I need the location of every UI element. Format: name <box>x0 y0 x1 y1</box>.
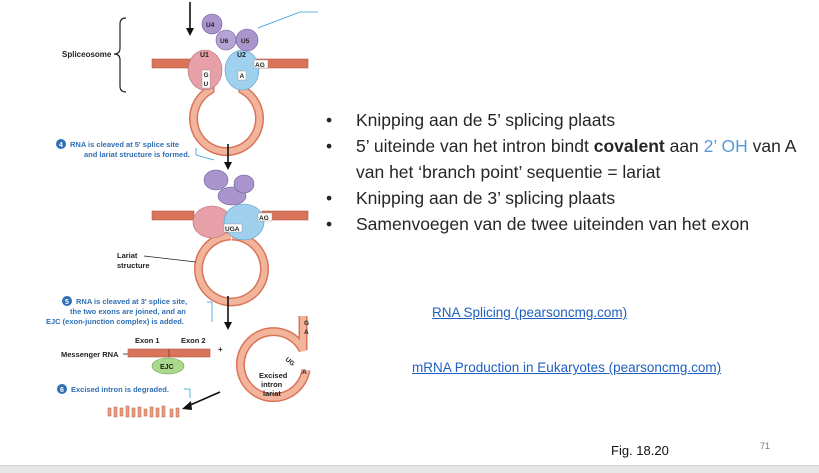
u5-snrnp <box>235 28 259 52</box>
svg-text:AG: AG <box>259 215 269 222</box>
svg-text:U1: U1 <box>200 52 209 59</box>
svg-text:UG: UG <box>284 356 296 368</box>
arrow-head-icon <box>224 162 232 170</box>
step-6: 6 Excised intron is degraded. <box>57 384 221 418</box>
bullet-item: 5’ uiteinde van het intron bindt covalen… <box>326 133 816 185</box>
stage-spliceosome: Spliceosome U1 U2 AG A G U U4 U6 <box>62 2 318 156</box>
mrna-production-link[interactable]: mRNA Production in Eukaryotes (pearsoncm… <box>412 360 722 375</box>
svg-text:RNA is cleaved at 3′ splice si: RNA is cleaved at 3′ splice site, <box>76 297 187 306</box>
svg-text:6: 6 <box>60 387 64 394</box>
svg-text:5: 5 <box>65 299 69 306</box>
step-4: 4 RNA is cleaved at 5′ splice site and l… <box>56 139 232 170</box>
svg-text:U: U <box>204 81 209 88</box>
svg-text:Excised intron is degraded.: Excised intron is degraded. <box>71 385 169 394</box>
svg-text:Exon 1: Exon 1 <box>135 336 160 345</box>
svg-text:UGA: UGA <box>225 226 240 233</box>
svg-text:Messenger RNA: Messenger RNA <box>61 350 119 359</box>
svg-text:intron: intron <box>261 380 283 389</box>
bullet-item: Knipping aan de 3’ splicing plaats <box>326 185 816 211</box>
svg-text:G: G <box>204 72 209 79</box>
svg-text:A: A <box>304 329 309 336</box>
svg-text:+: + <box>218 345 223 354</box>
arrow-head-icon <box>224 322 232 330</box>
ejc-complex <box>151 357 185 375</box>
svg-text:structure: structure <box>117 261 150 270</box>
arrow-head-icon <box>186 28 194 36</box>
arrow-icon <box>187 391 221 407</box>
degraded-fragments <box>107 405 180 418</box>
rna-splicing-link[interactable]: RNA Splicing (pearsoncmg.com) <box>432 305 628 320</box>
svg-text:Exon 2: Exon 2 <box>181 336 206 345</box>
spliceosome-bracket <box>113 17 127 93</box>
figure-reference: Fig. 18.20 <box>611 443 669 458</box>
step-6-number-icon <box>57 384 67 394</box>
svg-text:A: A <box>240 73 245 80</box>
svg-text:U4: U4 <box>206 22 215 29</box>
slide-bottom-border <box>0 465 819 473</box>
step-5: 5 RNA is cleaved at 3′ splice site, the … <box>46 296 232 330</box>
svg-text:EJC (exon-junction complex) is: EJC (exon-junction complex) is added. <box>46 317 184 326</box>
svg-text:RNA is cleaved at 5′ splice si: RNA is cleaved at 5′ splice site <box>70 140 179 149</box>
splicing-figure: Spliceosome U1 U2 AG A G U U4 U6 <box>46 2 318 418</box>
spliceosome-label: Spliceosome <box>62 50 112 59</box>
u4-snrnp <box>201 13 223 35</box>
svg-text:Excised: Excised <box>259 371 288 380</box>
svg-text:AG: AG <box>255 62 265 69</box>
svg-text:and lariat structure is formed: and lariat structure is formed. <box>84 150 190 159</box>
svg-text:Lariat: Lariat <box>117 251 138 260</box>
bullet-list: Knipping aan de 5’ splicing plaats 5’ ui… <box>326 107 816 237</box>
svg-text:U5: U5 <box>241 38 250 45</box>
stage-lariat: UGA AG Lariat structure <box>117 169 309 307</box>
svg-text:the two exons are joined, and: the two exons are joined, and an <box>70 307 186 316</box>
svg-text:U2: U2 <box>237 52 246 59</box>
bullet-item: Samenvoegen van de twee uiteinden van he… <box>326 211 816 237</box>
svg-text:A: A <box>302 369 307 376</box>
page-number: 71 <box>760 441 771 451</box>
stage-products: Exon 1 Exon 2 + Messenger RNA EJC G A UG… <box>61 316 311 403</box>
svg-text:U6: U6 <box>220 38 229 45</box>
svg-text:EJC: EJC <box>160 364 174 371</box>
svg-text:4: 4 <box>59 142 63 149</box>
svg-text:lariat: lariat <box>263 389 281 398</box>
step-5-number-icon <box>62 296 72 306</box>
bullet-item: Knipping aan de 5’ splicing plaats <box>326 107 816 133</box>
step-4-number-icon <box>56 139 66 149</box>
arrow-head-icon <box>182 401 192 410</box>
svg-text:G: G <box>304 320 309 327</box>
